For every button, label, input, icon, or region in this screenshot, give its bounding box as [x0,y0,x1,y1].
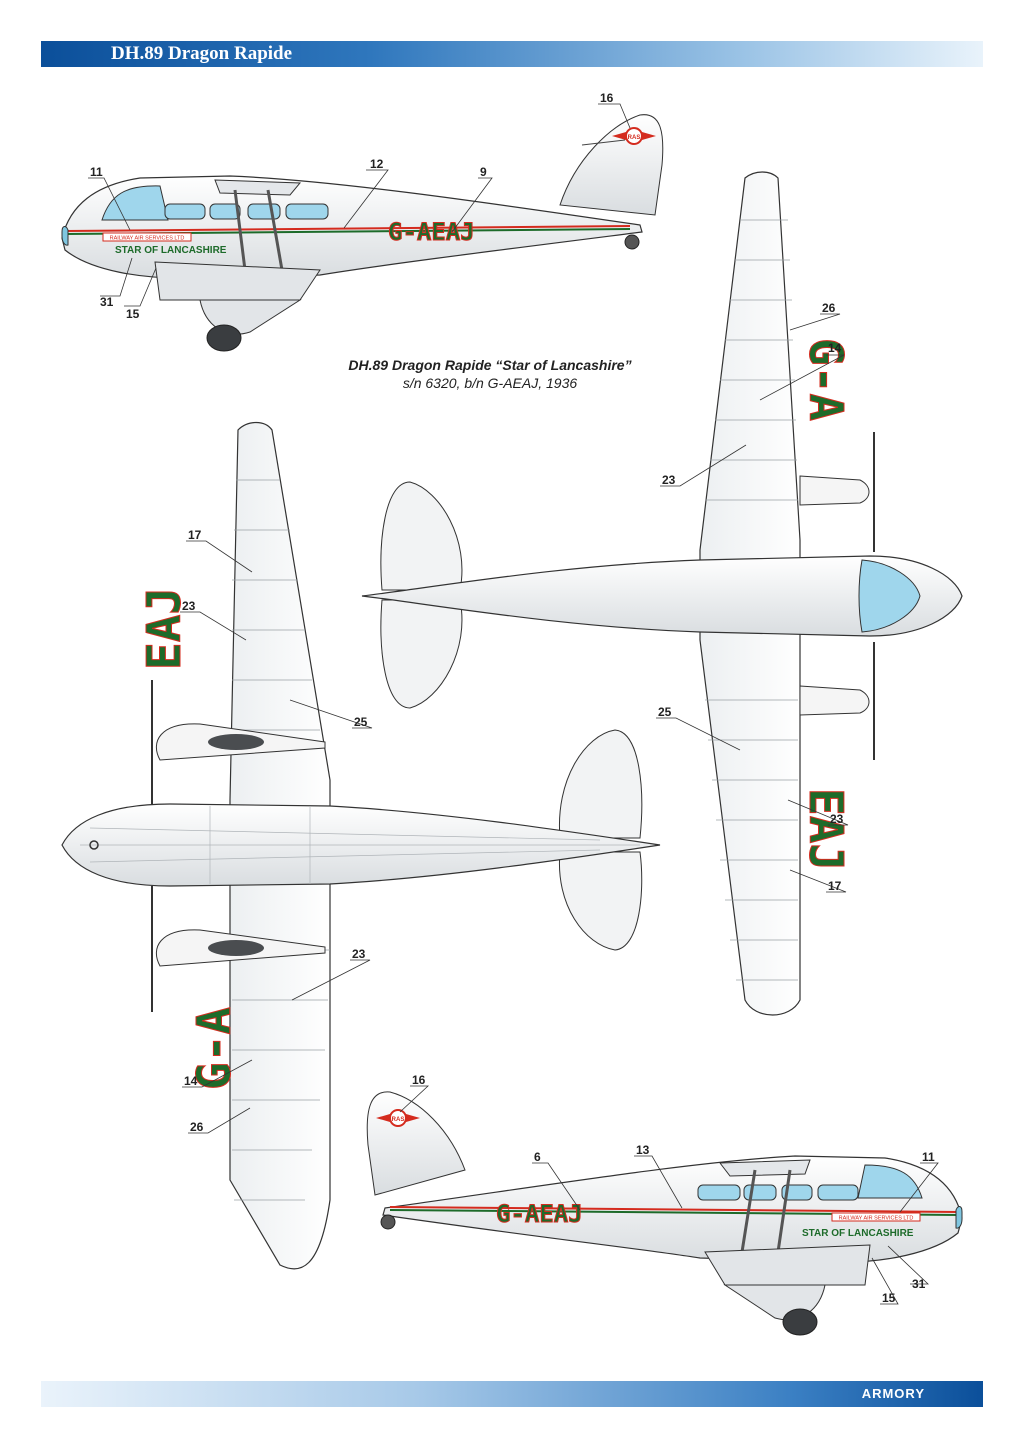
callout-11-top: 11 [90,165,103,179]
callout-25-left: 25 [354,715,368,729]
plan-view-upper: G-A EAJ [361,171,963,1016]
aircraft-name-left: STAR OF LANCASHIRE [115,245,227,256]
callout-14-right: 14 [828,341,842,355]
caption-subtitle: s/n 6320, b/n G-AEAJ, 1936 [402,375,578,391]
callout-15-top: 15 [126,307,140,321]
footer-bar: ARMORY [41,1381,983,1407]
callout-23-left-a: 23 [182,599,196,613]
tail-logo-text-right: RAS [392,1117,405,1123]
caption-title: DH.89 Dragon Rapide “Star of Lancashire” [348,357,632,373]
page-title: DH.89 Dragon Rapide [111,43,293,64]
side-registration-right: G-AEAJ [496,1200,583,1228]
lower-wing-reg-b: G-A [187,1007,241,1090]
callout-6: 6 [534,1150,541,1164]
callout-11-bottom: 11 [922,1150,935,1164]
callout-23-right-a: 23 [662,473,676,487]
callout-numbers: 16 11 12 9 31 15 26 14 23 17 23 25 25 23… [90,91,935,1305]
lower-wing-reg-a: EAJ [137,587,191,670]
plan-view-lower: EAJ G-A [61,421,661,1270]
side-registration-left: G-AEAJ [388,218,475,246]
airline-banner-right: RAILWAY AIR SERVICES LTD [839,1216,914,1222]
header-bar: DH.89 Dragon Rapide [41,41,983,67]
callout-15-bottom: 15 [882,1291,896,1305]
callout-25-right: 25 [658,705,672,719]
airline-banner-left: RAILWAY AIR SERVICES LTD [110,236,185,242]
tail-logo-text: RAS [628,135,641,141]
upper-wing-reg-a: G-A [799,338,853,421]
callout-12: 12 [370,157,384,171]
callout-16-top: 16 [600,91,614,105]
callout-14-left: 14 [184,1074,198,1088]
callout-17-left: 17 [188,528,202,542]
callout-26-left: 26 [190,1120,204,1134]
callout-23-left-b: 23 [352,947,366,961]
upper-wing-reg-b: EAJ [799,788,853,871]
callout-lines [88,103,939,1305]
aircraft-name-right: STAR OF LANCASHIRE [802,1228,914,1239]
caption: DH.89 Dragon Rapide “Star of Lancashire”… [300,357,680,391]
side-profile-right: RAS RAILWAY AIR SERVICES LTD STAR OF LAN… [366,1091,963,1336]
armory-logo: ARMORY [861,1386,925,1401]
callout-17-right: 17 [828,879,842,893]
callout-9: 9 [480,165,487,179]
callout-13: 13 [636,1143,650,1157]
callout-26-right: 26 [822,301,836,315]
callout-31-top: 31 [100,295,114,309]
callout-16-bottom: 16 [412,1073,426,1087]
callout-31-bottom: 31 [912,1277,926,1291]
callout-23-right-b: 23 [830,812,844,826]
side-profile-left: RAS RAILWAY AIR SERVICES LTD STAR OF LAN… [61,114,664,352]
